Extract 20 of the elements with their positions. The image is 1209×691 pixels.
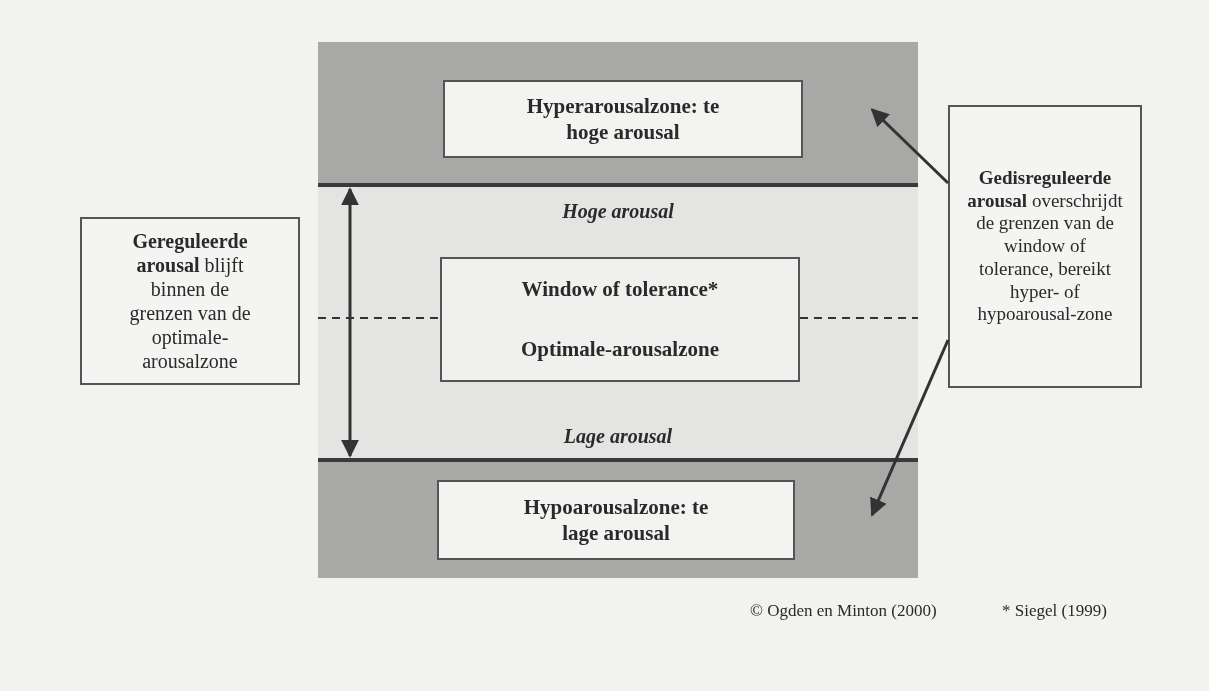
text-box <box>948 105 1142 388</box>
zone-label: Lage arousal <box>562 424 674 450</box>
zone-text: Window of tolerance* <box>521 275 719 303</box>
zone-text: Gedisreguleerde arousal overschrijdt de grenzen van de window of tolerance, bereikt hyper- of hypoarousal-zone <box>966 166 1124 327</box>
arrow <box>341 187 359 458</box>
hyperarousal-band <box>318 42 918 185</box>
zone-text: Optimale-arousalzone <box>521 336 719 363</box>
arrow <box>870 108 950 185</box>
zone-box <box>437 480 795 560</box>
source-note: * Siegel (1999) <box>1002 600 1107 622</box>
zone-text: Gereguleerde arousal blijft binnen de grenzen van de optimale-arousalzone <box>128 229 252 373</box>
hypoarousal-band <box>318 460 918 578</box>
source-note: © Ogden en Minton (2000) <box>750 600 937 622</box>
zone-box <box>443 80 803 158</box>
zone-text: Hyperarousalzone: te hoge arousal <box>525 92 721 146</box>
zone-text: Hypoarousalzone: te lage arousal <box>522 493 710 547</box>
zone-label: Hoge arousal <box>561 199 675 225</box>
zone-box <box>440 257 800 382</box>
text-box <box>80 217 300 385</box>
arrow <box>870 339 950 517</box>
